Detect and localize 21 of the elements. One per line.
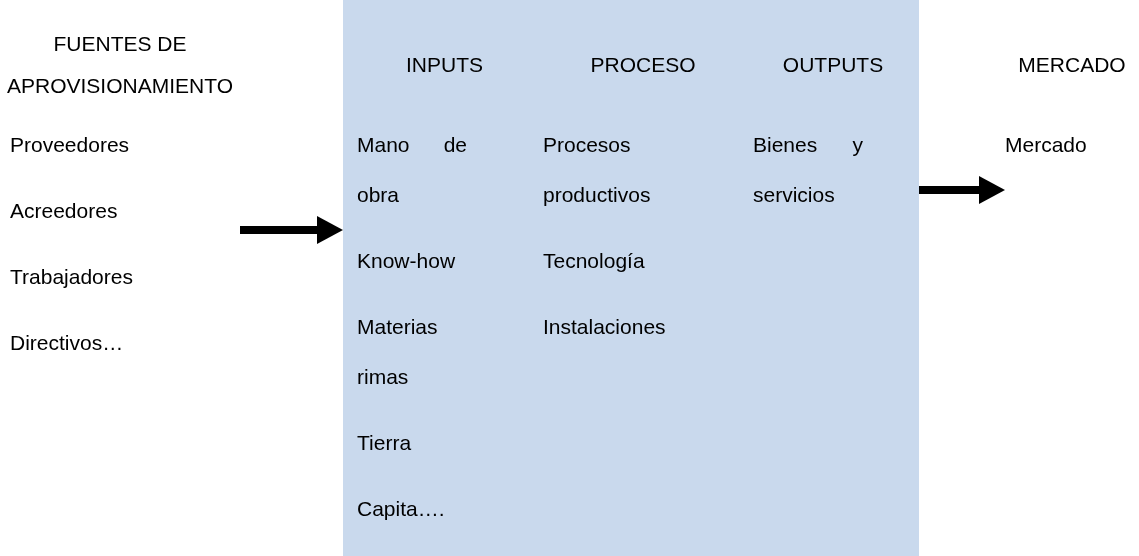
list-item: Procesos productivos: [543, 132, 652, 208]
column-heading: OUTPUTS: [782, 52, 884, 78]
column-heading: FUENTES DE APROVISIONAMIENTO: [6, 31, 234, 99]
list-item: Bienes y servicios: [753, 132, 863, 208]
list-item: Acreedores: [10, 198, 119, 224]
list-item: Instalaciones: [543, 314, 667, 340]
list-item: Tierra: [357, 430, 413, 456]
arrow: [919, 176, 1005, 204]
list-item: Tecnología: [543, 248, 646, 274]
list-item: Directivos…: [10, 330, 125, 356]
column-heading: INPUTS: [406, 52, 483, 78]
list-item: Capita….: [357, 496, 446, 522]
list-item: Trabajadores: [10, 264, 134, 290]
list-item: Know-how: [357, 248, 457, 274]
list-item: Mercado: [1005, 132, 1088, 158]
list-item: Materias rimas: [357, 314, 439, 390]
column-heading: PROCESO: [590, 52, 696, 78]
list-item: Mano de obra: [357, 132, 467, 208]
process-panel: [343, 0, 919, 556]
column-heading: MERCADO: [1018, 52, 1126, 78]
list-item: Proveedores: [10, 132, 131, 158]
